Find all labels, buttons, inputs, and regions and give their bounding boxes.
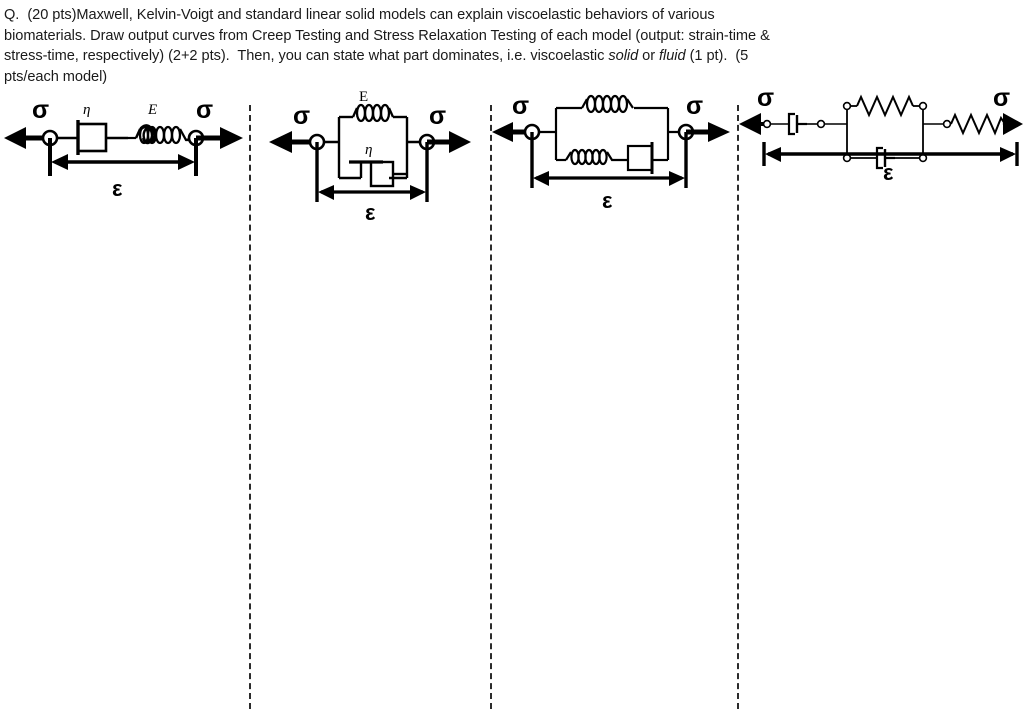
stress-arrow-left <box>739 113 765 135</box>
stress-label-left: σ <box>757 84 774 112</box>
strain-label: ε <box>112 176 123 201</box>
stress-label-left: σ <box>293 102 310 130</box>
dashpot-label-eta: η <box>83 102 90 118</box>
stress-arrow-right <box>686 122 730 142</box>
stress-label-right: σ <box>686 92 703 120</box>
question-line-3-part-3: (1 pt). (5 <box>685 48 749 65</box>
stress-arrow-right <box>1003 113 1023 135</box>
stress-label-right: σ <box>429 102 446 130</box>
model-diagram-kelvin-voigt: E σ <box>249 84 490 709</box>
spring-symbol-top <box>581 94 634 114</box>
stress-label-left: σ <box>32 96 49 124</box>
strain-dimension-line <box>48 138 198 176</box>
strain-label: ε <box>365 200 376 224</box>
panel-divider-1 <box>249 105 251 709</box>
node-terminal-left <box>762 119 772 129</box>
dashpot-symbol <box>76 120 128 155</box>
question-line-3-part-2: or <box>638 48 660 65</box>
model-diagram-maxwell: σ η <box>0 84 249 709</box>
question-italic-solid: solid <box>608 48 639 65</box>
question-line-3-part-1: stress-time, respectively) (2+2 pts). Th… <box>4 48 609 65</box>
question-line-1: Q. (20 pts)Maxwell, Kelvin-Voigt and sta… <box>4 7 715 23</box>
node-mid-right <box>942 119 952 129</box>
stress-label-left: σ <box>512 92 529 120</box>
node-kelvin-tr <box>918 101 928 111</box>
dashpot-symbol-bottom <box>626 142 668 174</box>
dashpot-symbol-kelvin <box>875 146 895 170</box>
question-line-4: pts/each model) <box>4 68 108 85</box>
strain-dimension-line <box>530 132 688 188</box>
stress-label-right: σ <box>196 96 213 124</box>
spring-label-E: E <box>147 102 157 118</box>
spring-symbol <box>351 103 395 123</box>
stress-label-right: σ <box>993 84 1010 112</box>
spring-symbol-bottom <box>565 148 628 166</box>
model-diagram-burgers: σ <box>737 84 1024 709</box>
strain-dimension-line <box>762 142 1019 166</box>
spring-symbol-right <box>950 112 1006 136</box>
spring-symbol <box>128 124 196 145</box>
panel-divider-3 <box>737 105 739 709</box>
question-text: Q. (20 pts)Maxwell, Kelvin-Voigt and sta… <box>4 5 1010 87</box>
panel-divider-2 <box>490 105 492 709</box>
dashpot-symbol-left <box>787 112 807 136</box>
question-italic-fluid: fluid <box>659 48 686 65</box>
spring-label-E: E <box>359 89 368 105</box>
strain-label: ε <box>883 160 894 185</box>
stress-arrow-right <box>427 131 471 153</box>
node-mid-left <box>816 119 826 129</box>
figure-area: σ η <box>0 84 1024 709</box>
strain-dimension-line <box>315 142 429 202</box>
stress-arrow-right <box>196 127 243 149</box>
model-diagram-standard-linear-solid: σ <box>490 84 737 709</box>
parallel-frame <box>532 106 686 162</box>
node-kelvin-tl <box>842 101 852 111</box>
dashpot-label-eta: η <box>365 142 372 158</box>
dashpot-symbol <box>349 160 407 188</box>
question-line-2: biomaterials. Draw output curves from Cr… <box>4 27 770 44</box>
spring-symbol-kelvin <box>856 94 914 118</box>
strain-label: ε <box>602 188 613 213</box>
